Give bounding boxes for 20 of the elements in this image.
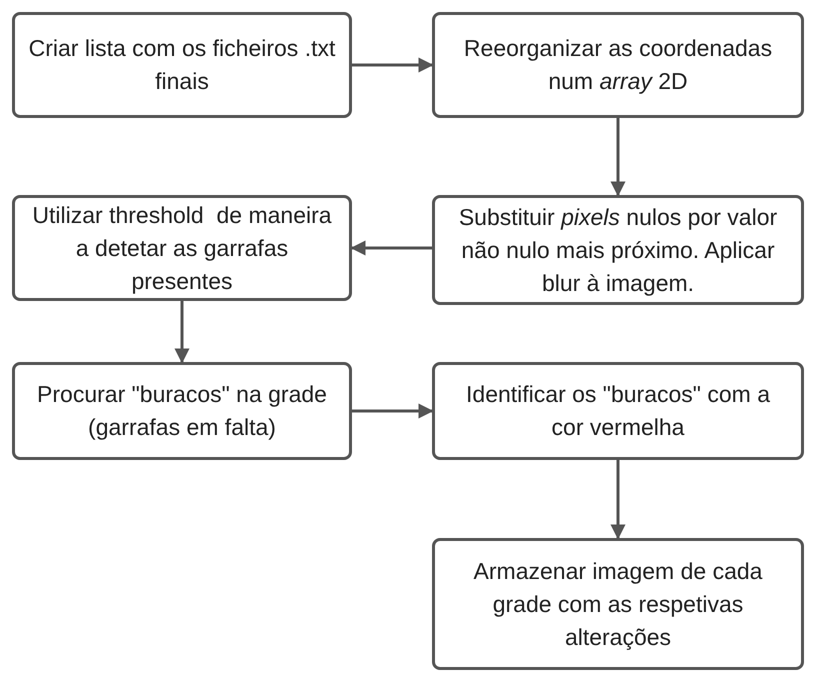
- arrow: [174, 301, 190, 364]
- process-box: [12, 195, 352, 301]
- process-box: [432, 12, 804, 118]
- step-text: Criar lista com os ficheiros .txt finais: [28, 34, 336, 96]
- step-text: Utilizar threshold de maneira a detetar as garrafas presentes: [31, 200, 333, 296]
- step-text: Identificar os "buracos" com a cor vermelha: [465, 380, 771, 442]
- step-text: Substituir pixels nulos por valor não nulo mais próximo. Aplicar blur à imagem.: [458, 202, 778, 298]
- arrow: [352, 58, 434, 72]
- step-text: Armazenar imagem de cada grade com as respetivas alterações: [472, 556, 764, 652]
- process-box: [12, 12, 352, 118]
- arrow: [610, 460, 626, 540]
- arrow: [610, 118, 626, 196]
- step-text: Procurar "buracos" na grade (garrafas em falta): [36, 380, 328, 442]
- arrow: [352, 404, 434, 418]
- process-box: [12, 362, 352, 460]
- process-box: [432, 362, 804, 460]
- arrow: [350, 240, 432, 256]
- step-text: Reeorganizar as coordenadas num array 2D: [462, 34, 774, 96]
- process-box: [432, 195, 804, 305]
- process-box: [432, 538, 804, 670]
